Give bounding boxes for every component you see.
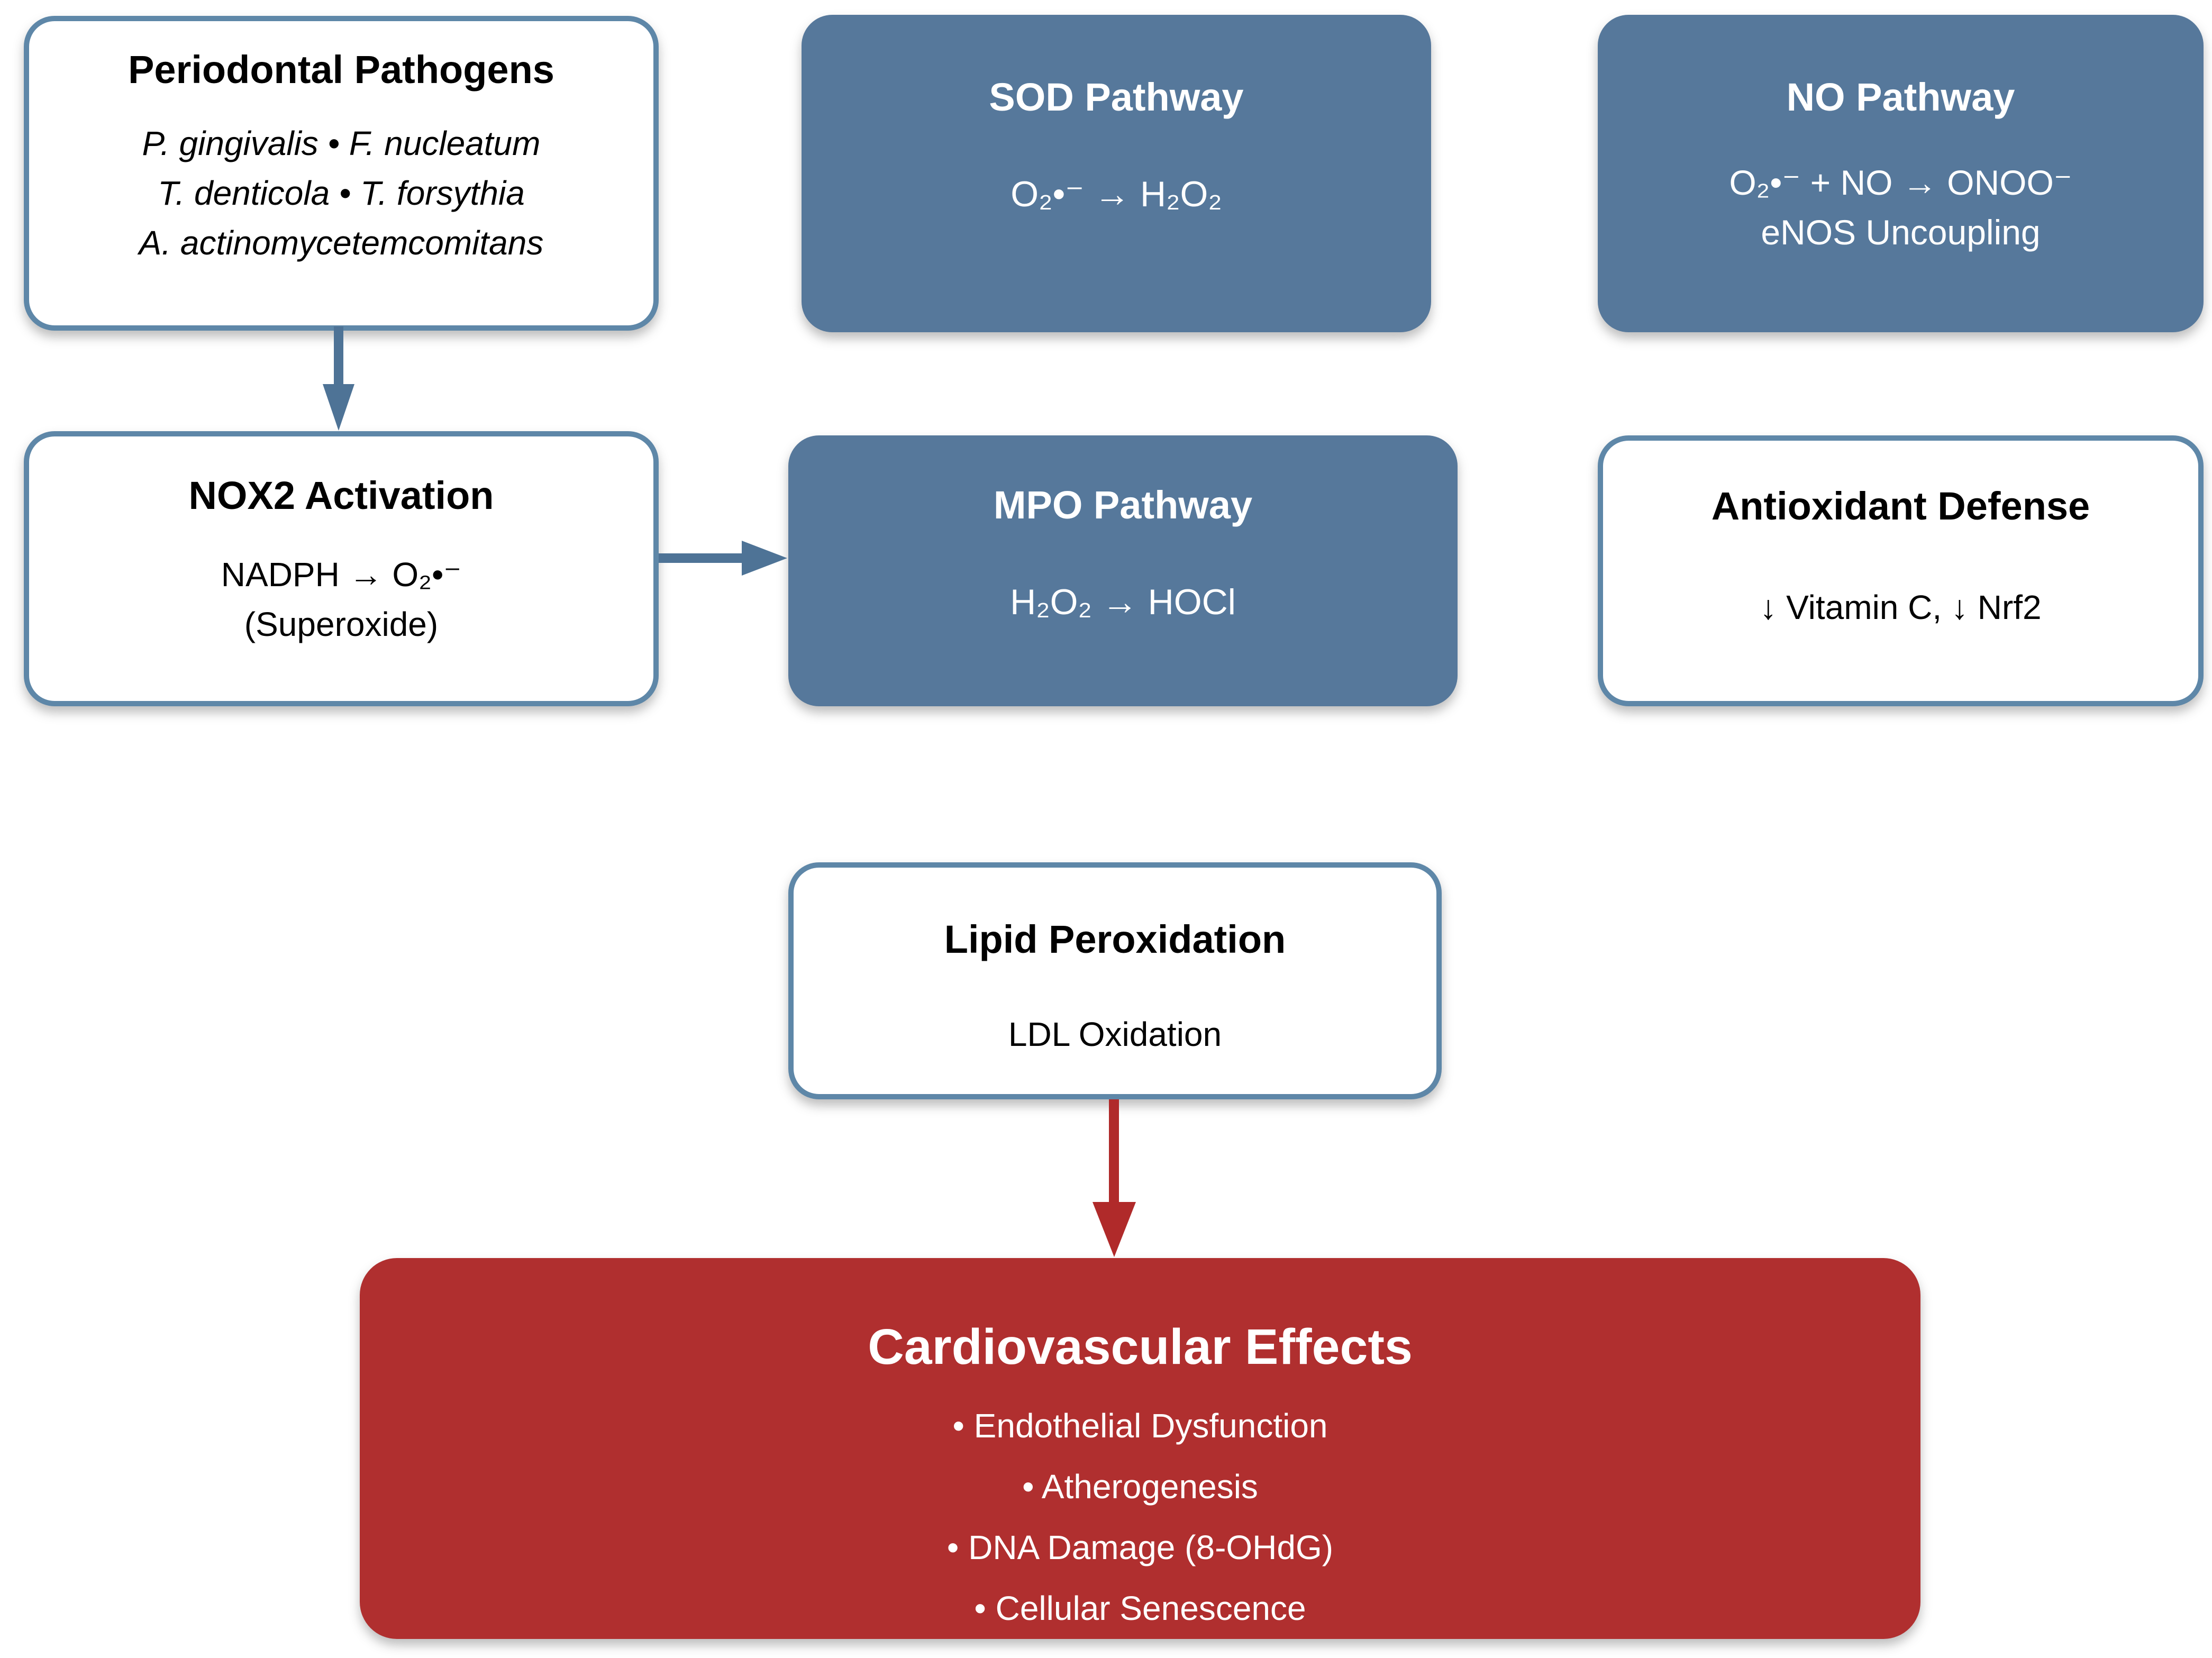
antioxidant-line-1: ↓ Vitamin C, ↓ Nrf2 bbox=[1760, 588, 2042, 626]
box-antioxidant-defense: Antioxidant Defense ↓ Vitamin C, ↓ Nrf2 bbox=[1598, 435, 2204, 706]
arrow-down-red-icon bbox=[1093, 1202, 1136, 1257]
box-lipid-peroxidation: Lipid Peroxidation LDL Oxidation bbox=[788, 862, 1442, 1099]
box-no-pathway: NO Pathway O₂•⁻ + NO → ONOO⁻ eNOS Uncoup… bbox=[1598, 15, 2204, 332]
periodontal-line-2: T. denticola • T. forsythia bbox=[158, 174, 525, 212]
no-title: NO Pathway bbox=[1786, 75, 2015, 119]
box-cardiovascular-effects: Cardiovascular Effects • Endothelial Dys… bbox=[360, 1258, 1920, 1639]
periodontal-line-1: P. gingivalis • F. nucleatum bbox=[142, 124, 541, 162]
periodontal-title: Periodontal Pathogens bbox=[128, 48, 554, 92]
mpo-formula: H₂O₂ → HOCl bbox=[1010, 582, 1236, 622]
lipid-title: Lipid Peroxidation bbox=[944, 917, 1286, 961]
cardio-title: Cardiovascular Effects bbox=[868, 1319, 1413, 1375]
no-line-2: eNOS Uncoupling bbox=[1761, 213, 2041, 252]
cardio-bullet-3: • DNA Damage (8-OHdG) bbox=[946, 1528, 1334, 1566]
box-nox2-activation: NOX2 Activation NADPH → O₂•⁻ (Superoxide… bbox=[24, 431, 659, 706]
arrow-down-icon bbox=[323, 384, 354, 431]
lipid-line-1: LDL Oxidation bbox=[1008, 1015, 1222, 1053]
sod-title: SOD Pathway bbox=[989, 75, 1244, 119]
box-sod-pathway: SOD Pathway O₂•⁻ → H₂O₂ bbox=[802, 15, 1431, 332]
nox2-line-2: (Superoxide) bbox=[244, 605, 439, 643]
sod-formula: O₂•⁻ → H₂O₂ bbox=[1011, 174, 1222, 214]
cardio-bullet-1: • Endothelial Dysfunction bbox=[952, 1407, 1328, 1445]
cardio-bullet-2: • Atherogenesis bbox=[1022, 1468, 1258, 1506]
nox2-title: NOX2 Activation bbox=[188, 473, 494, 517]
no-formula: O₂•⁻ + NO → ONOO⁻ bbox=[1729, 163, 2072, 202]
box-mpo-pathway: MPO Pathway H₂O₂ → HOCl bbox=[788, 435, 1458, 706]
cardio-bullet-4: • Cellular Senescence bbox=[974, 1589, 1306, 1627]
arrow-pathogens-to-nox2-line bbox=[334, 326, 343, 386]
antioxidant-title: Antioxidant Defense bbox=[1711, 484, 2090, 528]
arrow-nox2-to-mpo-line bbox=[659, 553, 745, 563]
arrow-lipid-to-cardio-line bbox=[1109, 1099, 1119, 1205]
nox2-formula: NADPH → O₂•⁻ bbox=[221, 555, 462, 594]
mpo-title: MPO Pathway bbox=[993, 483, 1253, 527]
periodontal-line-3: A. actinomycetemcomitans bbox=[139, 224, 544, 262]
box-periodontal-pathogens: Periodontal Pathogens P. gingivalis • F.… bbox=[24, 16, 659, 331]
arrow-right-icon bbox=[742, 541, 787, 576]
